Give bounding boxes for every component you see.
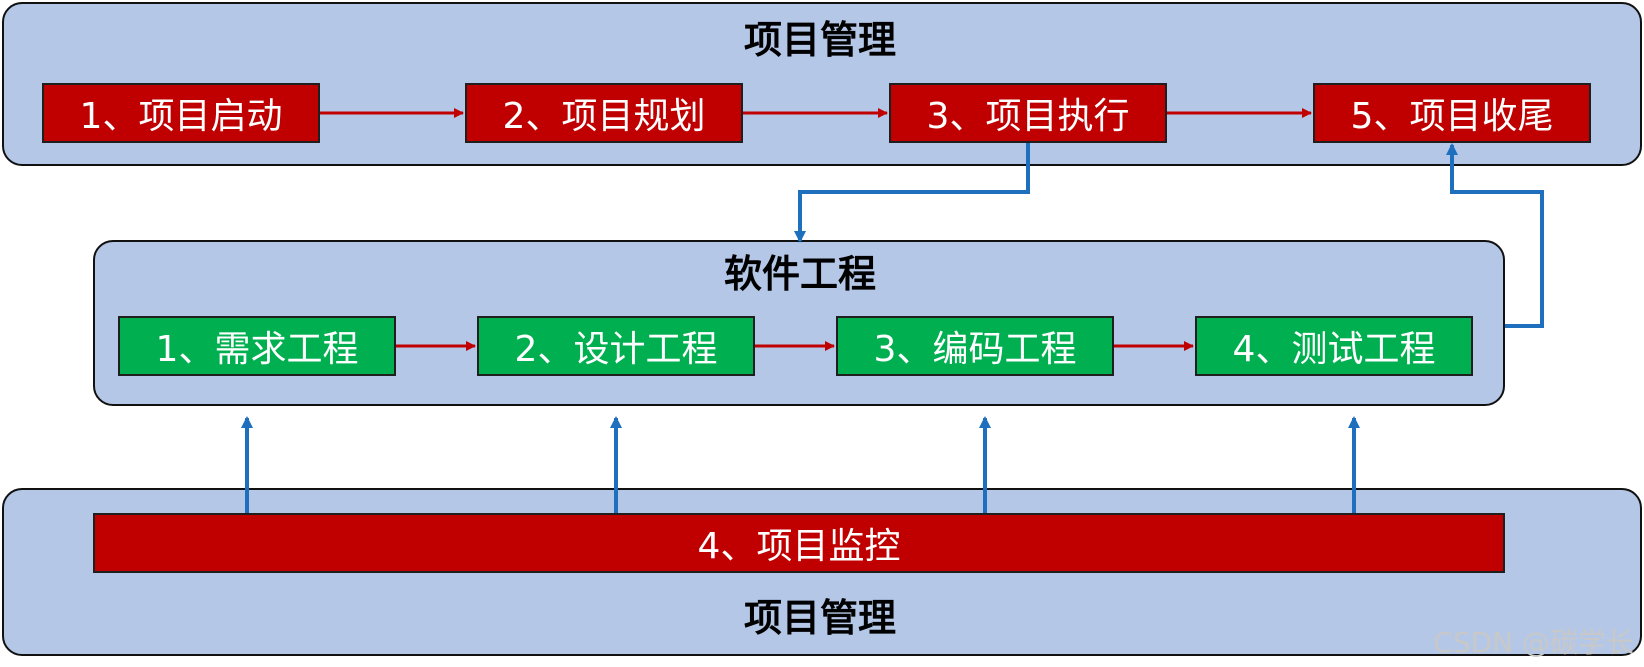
step-project-closing: 5、项目收尾: [1313, 83, 1591, 143]
middle-panel-title: 软件工程: [723, 252, 876, 296]
step-project-execution: 3、项目执行: [889, 83, 1167, 143]
watermark: CSDN @碳学长: [1433, 626, 1634, 659]
step-project-initiation: 1、项目启动: [42, 83, 320, 143]
arrow-execution-to-software-engineering: [794, 143, 1030, 243]
step-design-engineering: 2、设计工程: [477, 316, 755, 376]
step-project-planning: 2、项目规划: [465, 83, 743, 143]
step-coding-engineering: 3、编码工程: [836, 316, 1114, 376]
step-testing-engineering: 4、测试工程: [1195, 316, 1473, 376]
bottom-panel-title: 项目管理: [743, 596, 896, 640]
arrow-software-engineering-to-closing: [1446, 143, 1544, 328]
top-panel-title: 项目管理: [743, 18, 896, 62]
step-requirements-engineering: 1、需求工程: [118, 316, 396, 376]
step-project-monitoring: 4、项目监控: [93, 513, 1505, 573]
